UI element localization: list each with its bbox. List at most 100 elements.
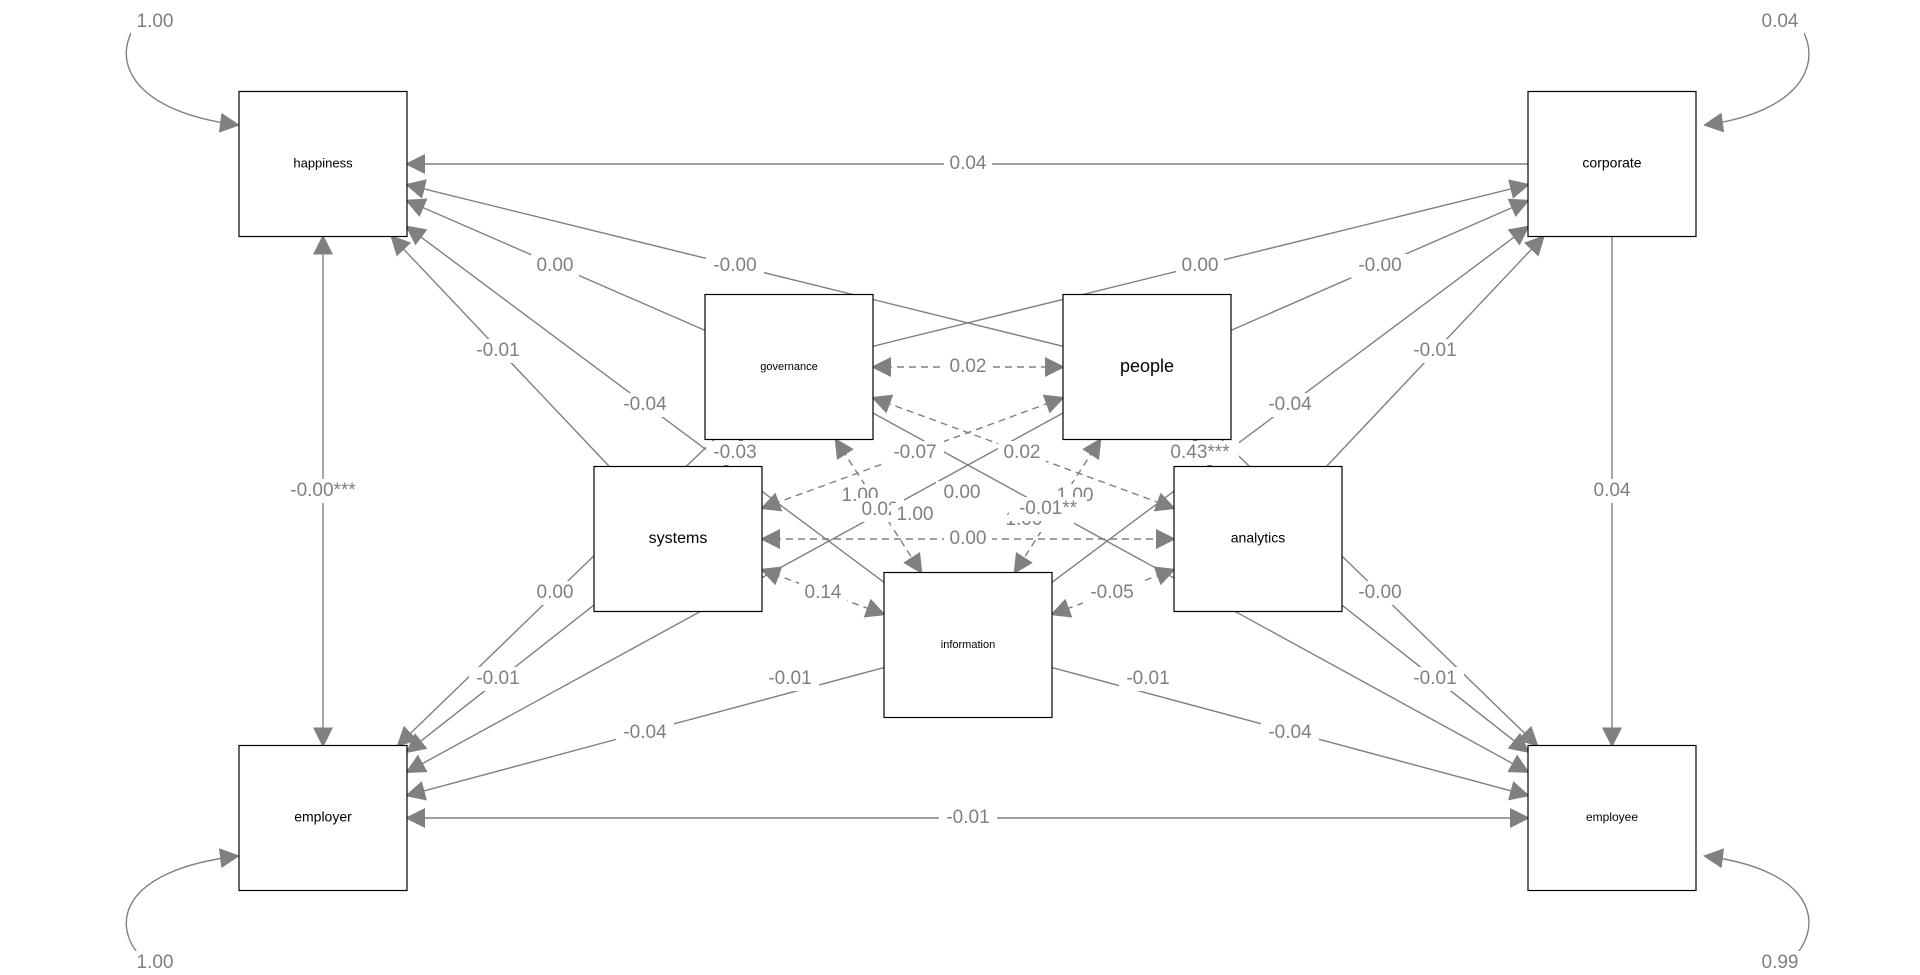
edge-label-systems-information: 0.14 <box>805 582 842 603</box>
edge-label-corporate-happiness: 0.04 <box>950 153 987 174</box>
edge-label-information-employee-bg <box>1119 667 1177 691</box>
node-happiness: happiness <box>238 90 408 238</box>
edge-label-governance-employer-bg <box>469 667 527 691</box>
edge-label-systems-happiness-bg <box>469 339 527 363</box>
self-loop-label-employee: 0.99 <box>1762 952 1799 973</box>
self-loop-label-happiness-bg <box>131 10 179 34</box>
edge-labels-layer: 0.04 -0.00*** 0.04 -0.01 0.00 -0.00 -0.01 -0.04… <box>131 10 1804 975</box>
node-label-analytics: analytics <box>1231 530 1285 546</box>
edge-label-extra-5: 0.00 <box>944 482 981 503</box>
edge-label-people-happiness-bg <box>706 254 764 278</box>
edge-label-governance-happiness-bg <box>531 254 579 278</box>
node-systems: systems <box>593 465 763 613</box>
edge-label-information-employee: -0.01 <box>1126 668 1169 689</box>
nodes-layer: happiness corporate governance people system… <box>238 90 1697 892</box>
node-box-happiness <box>238 90 408 238</box>
edge-label-governance-employer: -0.01 <box>476 668 519 689</box>
edge-label-systems-information-bg <box>799 581 847 605</box>
edge-label-extra-3-bg <box>1009 497 1087 521</box>
edge-label-employer-employee: -0.01 <box>946 807 989 828</box>
node-label-happiness: happiness <box>293 155 353 170</box>
edge-label-people-happiness: -0.00 <box>713 255 756 276</box>
edge-label-information-employer-bg <box>761 667 819 691</box>
node-label-employee: employee <box>1586 810 1638 824</box>
edge-label-information-happiness-bg <box>616 393 674 417</box>
node-label-employer: employer <box>294 809 352 825</box>
node-box-people <box>1062 293 1232 441</box>
node-label-people: people <box>1120 356 1174 376</box>
edge-label-governance-people: 0.02 <box>950 356 987 377</box>
edge-label-extra-5-bg <box>938 481 986 505</box>
edge-label-people-analytics: 0.43*** <box>1170 442 1230 463</box>
edge-label-people-employer-bg <box>616 721 674 745</box>
edge-label-people-employer: -0.04 <box>623 722 667 743</box>
edge-label-extra-1: 1.00 <box>897 504 934 525</box>
edge-label-people-employee: -0.01 <box>1413 668 1456 689</box>
edge-label-governance-analytics: -0.07 <box>893 442 936 463</box>
edge-label-analytics-corporate-bg <box>1406 339 1464 363</box>
node-box-governance <box>704 293 874 441</box>
node-label-governance: governance <box>760 361 818 373</box>
edge-label-governance-analytics-bg <box>886 441 944 465</box>
edge-label-analytics-information-bg <box>1083 581 1141 605</box>
edge-label-extra-0: 0.02 <box>862 499 899 520</box>
node-governance: governance <box>704 293 874 441</box>
self-loop-label-corporate: 0.04 <box>1762 11 1799 32</box>
edge-label-information-employer: -0.01 <box>768 668 811 689</box>
node-box-employee <box>1527 744 1697 892</box>
edge-label-systems-governance-bg <box>706 441 764 465</box>
self-loop-label-happiness: 1.00 <box>137 11 174 32</box>
edge-label-information-corporate-bg <box>1261 393 1319 417</box>
node-label-systems: systems <box>649 530 708 547</box>
edge-label-systems-employer: 0.00 <box>537 582 574 603</box>
self-loop-happiness <box>125 17 240 133</box>
edge-label-governance-employee: -0.04 <box>1268 722 1312 743</box>
edge-label-analytics-employee-bg <box>1351 581 1409 605</box>
edge-label-extra-3: -0.01** <box>1019 498 1078 519</box>
node-analytics: analytics <box>1173 465 1343 613</box>
node-employee: employee <box>1527 744 1697 892</box>
self-loop-employer <box>125 848 240 959</box>
edge-label-people-employee-bg <box>1406 667 1464 691</box>
edge-label-systems-governance: -0.03 <box>713 442 756 463</box>
edge-label-information-happiness: -0.04 <box>623 394 667 415</box>
edge-label-analytics-corporate: -0.01 <box>1413 340 1456 361</box>
edge-label-people-corporate-bg <box>1351 254 1409 278</box>
self-loop-label-corporate-bg <box>1756 10 1804 34</box>
edge-label-systems-employer-bg <box>531 581 579 605</box>
node-box-corporate <box>1527 90 1697 238</box>
node-box-systems <box>593 465 763 613</box>
edge-label-systems-analytics: 0.00 <box>950 528 987 549</box>
node-employer: employer <box>238 744 408 892</box>
edge-label-systems-people-bg <box>998 441 1046 465</box>
edge-label-corporate-employee: 0.04 <box>1594 480 1631 501</box>
edge-label-happiness-employer-bg <box>279 479 367 503</box>
node-label-information: information <box>941 639 995 651</box>
node-box-analytics <box>1173 465 1343 613</box>
edge-label-people-corporate: -0.00 <box>1358 255 1401 276</box>
self-loop-label-employer-bg <box>131 951 179 975</box>
self-loop-label-employee-bg <box>1756 951 1804 975</box>
self-loop-corporate <box>1703 17 1810 133</box>
edge-label-corporate-employee-bg <box>1588 479 1636 503</box>
edge-governance-information <box>834 437 923 575</box>
node-information: information <box>883 571 1053 719</box>
edge-label-analytics-employee: -0.00 <box>1358 582 1401 603</box>
edge-label-systems-people: 0.02 <box>1004 442 1041 463</box>
edge-label-systems-happiness: -0.01 <box>476 340 519 361</box>
edge-label-governance-corporate-bg <box>1176 254 1224 278</box>
node-people: people <box>1062 293 1232 441</box>
node-corporate: corporate <box>1527 90 1697 238</box>
edge-label-information-corporate: -0.04 <box>1268 394 1312 415</box>
node-box-employer <box>238 744 408 892</box>
node-box-information <box>883 571 1053 719</box>
edge-label-corporate-happiness-bg <box>944 152 992 176</box>
edge-label-analytics-information: -0.05 <box>1090 582 1133 603</box>
edge-label-governance-employee-bg <box>1261 721 1319 745</box>
edge-people-information <box>1013 437 1102 575</box>
edge-label-happiness-employer: -0.00*** <box>290 480 356 501</box>
edge-label-employer-employee-bg <box>939 806 997 830</box>
edge-label-people-analytics-bg <box>1161 441 1239 465</box>
self-loop-label-employer: 1.00 <box>137 952 174 973</box>
